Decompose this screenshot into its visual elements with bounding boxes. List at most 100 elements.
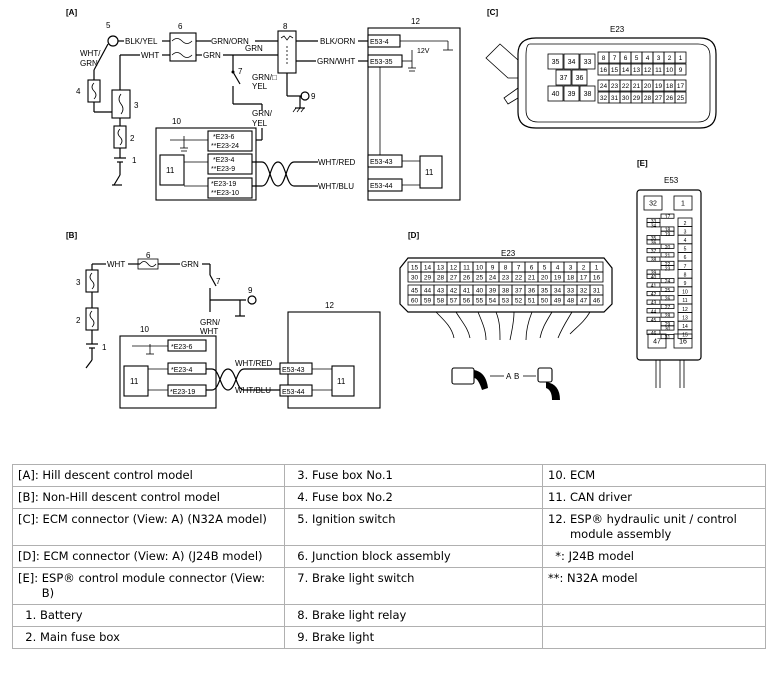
terminal-e23-4-b: *E23-4 [171, 367, 193, 374]
connector-c-pin-33-cell [579, 53, 596, 70]
legend-value: ESP® hydraulic unit / control module ass… [569, 512, 737, 541]
connector-c-pin-16: 16 [600, 67, 608, 74]
legend-key: 10. [548, 468, 570, 482]
connector-e-pin-24-cell [660, 278, 675, 284]
connector-d-pin-27: 27 [450, 275, 458, 282]
connector-c-pin-24: 24 [600, 83, 608, 90]
connector-e-pin-32: 32 [649, 201, 657, 208]
wire-wht-grn-label-1: WHT/ [80, 49, 101, 58]
connector-e-pin-34-cell [646, 222, 661, 228]
can-driver-esp-a [419, 155, 443, 189]
legend-row: [C]: ECM connector (View: A) (N32A model… [12, 508, 766, 546]
legend-value: J24B model [568, 549, 634, 563]
legend-key: 6. [290, 549, 312, 563]
connector-view-a-icon [451, 367, 475, 385]
legend-key: 9. [290, 630, 312, 644]
legend-value: Non-Hill descent control model [42, 490, 220, 504]
wire-wht-label-b: WHT [107, 260, 125, 269]
connector-d-pin-9: 9 [491, 265, 495, 272]
wire-grn-label-a: GRN [203, 51, 221, 60]
connector-e-pin-19: 19 [665, 232, 671, 238]
terminal-e23-4-a: *E23-4 [213, 157, 235, 164]
connector-c-pin-10: 10 [666, 67, 674, 74]
wire-grn-wht-label-b2: WHT [200, 327, 218, 336]
connector-e-pin-3: 3 [684, 229, 687, 235]
connector-d-pin-30: 30 [411, 275, 419, 282]
wire-wht-blu-label-b: WHT/BLU [235, 386, 271, 395]
legend-value: Brake light relay [311, 608, 407, 622]
connector-d-pin-11: 11 [463, 265, 470, 272]
legend-value: Hill descent control model [42, 468, 193, 482]
connector-c-pin-30: 30 [622, 95, 630, 102]
connector-d-pin-32: 32 [580, 288, 588, 295]
connector-e-pin-4: 4 [684, 238, 687, 244]
connector-d-pin-26: 26 [463, 275, 471, 282]
connector-c-pin-13: 13 [633, 67, 641, 74]
brake-light-switch-contact [232, 71, 241, 85]
legend-value: ECM connector (View: A) (J24B model) [43, 549, 263, 563]
connector-e-pin-16-cell [673, 333, 693, 349]
connector-d-title: E23 [501, 249, 516, 258]
wire-grn-orn-label: GRN/ORN [211, 37, 249, 46]
legend-key: 5. [290, 512, 312, 526]
connector-e-pin-20-cell [660, 243, 675, 249]
fuse-symbol [139, 261, 157, 267]
component-9-number-a: 9 [311, 92, 316, 101]
connector-e-pin-9: 9 [684, 281, 687, 287]
connector-d-pin-7: 7 [517, 265, 521, 272]
connector-d-pin-5: 5 [543, 265, 547, 272]
connector-e-pin-21-cell [660, 252, 675, 258]
component-10-number-a: 10 [172, 117, 181, 126]
component-7-number-a: 7 [238, 67, 243, 76]
connector-d-pin-42: 42 [450, 288, 458, 295]
connector-e-pin-36: 36 [651, 240, 657, 246]
connector-e-title: E53 [664, 176, 679, 185]
connector-c-pin-38-cell [579, 85, 596, 102]
component-8-number: 8 [283, 22, 288, 31]
connector-e-pin-11: 11 [682, 298, 687, 304]
wire-grn-label-b: GRN [181, 260, 199, 269]
wire-blk-orn-label: BLK/ORN [320, 37, 355, 46]
connector-e-pin-19-cell [660, 230, 675, 236]
can-driver-b [123, 365, 149, 397]
connector-c-pin-39: 39 [568, 91, 576, 98]
wire-grn-square-label: GRN/□ [252, 73, 277, 82]
connector-c-pin-19: 19 [655, 83, 663, 90]
can-driver-a [159, 154, 185, 186]
legend-table: [A]: Hill descent control model 3. Fuse … [12, 464, 766, 649]
terminal-e53-43-b: E53-43 [282, 367, 305, 374]
connector-d-pin-1: 1 [595, 265, 599, 272]
connector-e-pin-28: 28 [665, 314, 671, 320]
connector-c-pin-32: 32 [600, 95, 608, 102]
connector-c-pin-4: 4 [646, 55, 650, 62]
connector-c-pin-9: 9 [679, 67, 683, 74]
connector-e-pin-2: 2 [684, 221, 687, 227]
connector-c-pin-6: 6 [624, 55, 628, 62]
terminal-e53-43-a: E53-43 [370, 159, 393, 166]
connector-d-pin-45: 45 [411, 288, 419, 295]
view-b-label: B [514, 372, 519, 381]
can-driver-esp-b [331, 365, 355, 397]
component-3-number-a: 3 [134, 101, 139, 110]
connector-e-pin-33: 33 [651, 219, 657, 225]
connector-c-pin-27: 27 [655, 95, 663, 102]
component-11-number-a: 11 [166, 166, 175, 175]
fuse-symbol [171, 52, 193, 58]
brake-light-bulb-a [300, 91, 310, 101]
legend-key: 1. [18, 608, 40, 622]
connector-e-pin-41-cell [646, 282, 661, 288]
connector-d-pin-52: 52 [515, 298, 523, 305]
wire-grn-yel-label-2: YEL [252, 119, 268, 128]
connector-d-pin-15: 15 [411, 265, 419, 272]
legend-value: ECM [569, 468, 596, 482]
connector-c-pin-11: 11 [655, 67, 662, 74]
connector-d-pin-13: 13 [437, 265, 445, 272]
terminal-e53-44-a: E53-44 [370, 183, 393, 190]
legend-cell: 11. CAN driver [542, 486, 766, 509]
terminal-e23-6-a: *E23-6 [213, 134, 235, 141]
connector-e-pin-26-cell [660, 295, 675, 301]
terminal-e23-9: **E23-9 [211, 166, 235, 173]
connector-e-pin-1: 1 [681, 201, 685, 208]
connector-c-pin-39-cell [563, 85, 580, 102]
